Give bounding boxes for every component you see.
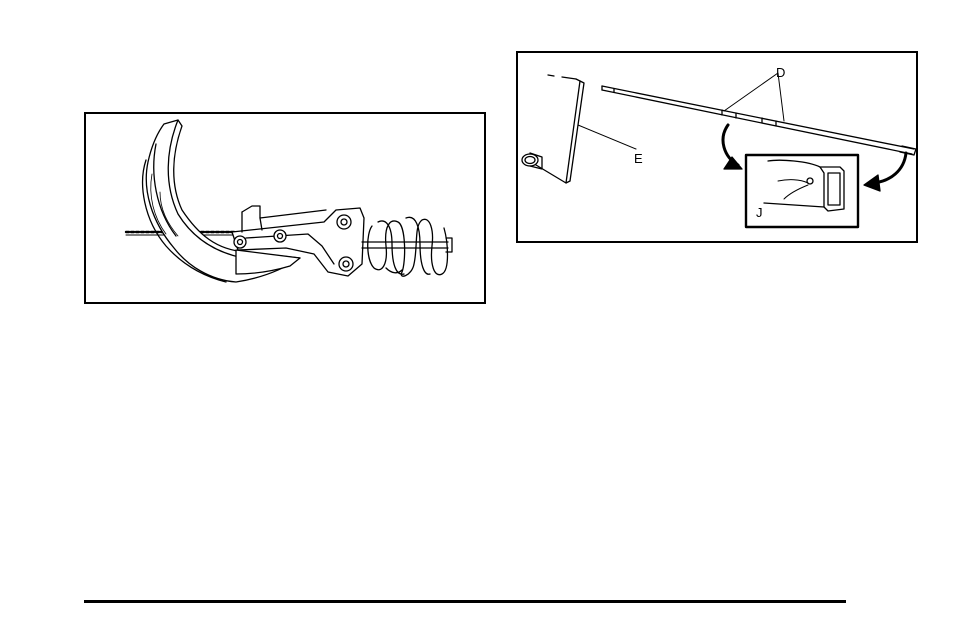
callout-d-label: D — [776, 66, 785, 79]
callout-j-label: J — [756, 206, 763, 219]
jack-handle-drawing — [518, 53, 916, 241]
hoist-illustration-figure — [84, 112, 486, 304]
callout-e-label: E — [634, 152, 643, 165]
jack-handle-figure: D E J — [516, 51, 918, 243]
hoist-cable-spring-drawing — [86, 114, 484, 302]
footer-rule — [84, 600, 846, 603]
